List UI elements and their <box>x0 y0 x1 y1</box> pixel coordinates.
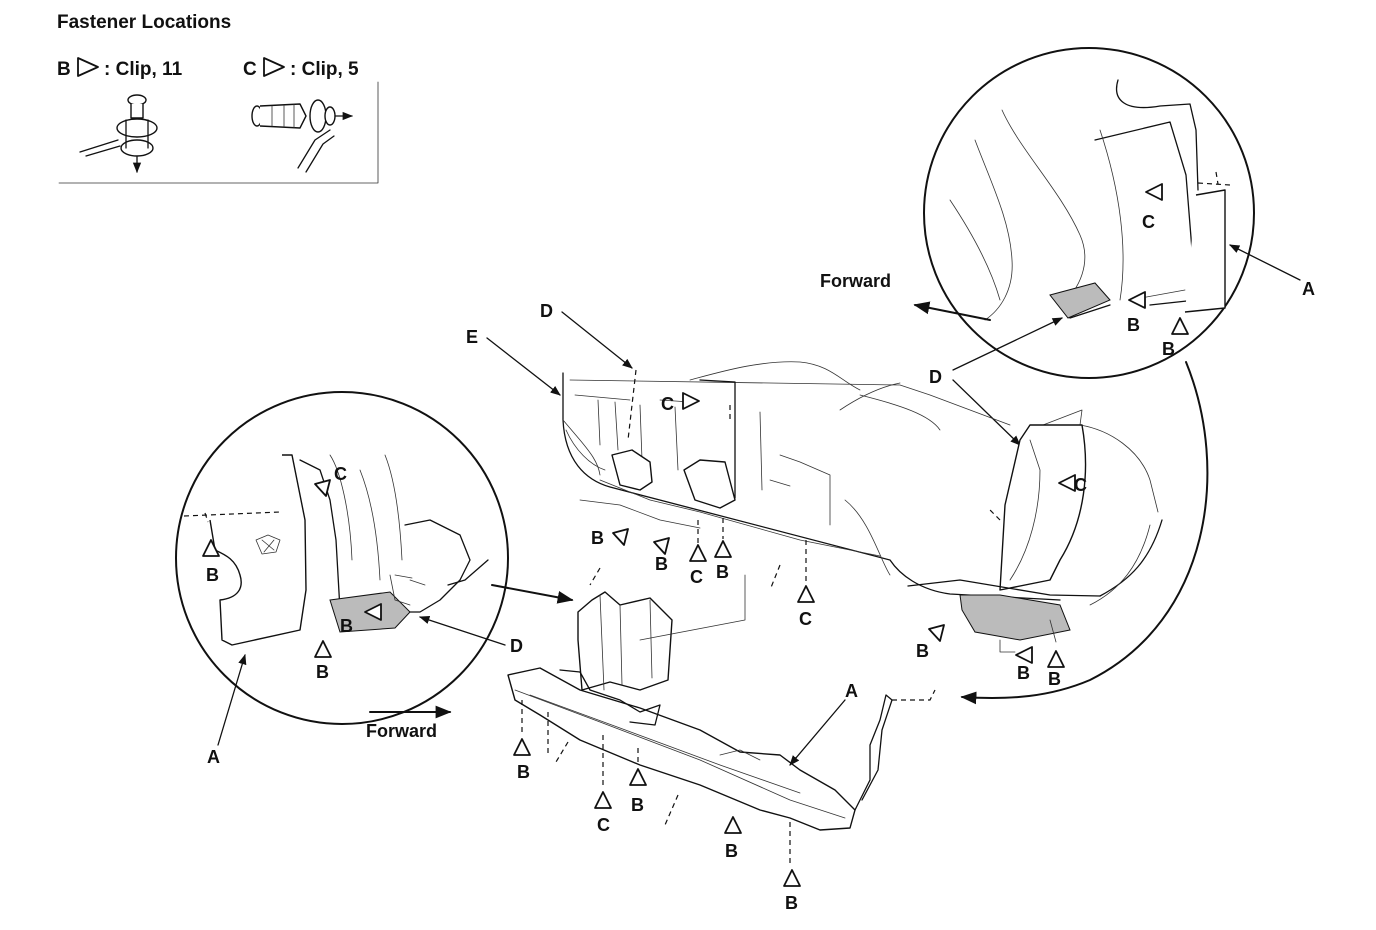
clip-b-marker-icon <box>1128 291 1146 309</box>
callout-b: B <box>206 565 219 585</box>
vehicle-front-body <box>562 361 1159 601</box>
callout-b: B <box>631 795 644 815</box>
leader-line <box>1229 244 1301 281</box>
callout-b: B <box>785 893 798 913</box>
callout-b: B <box>655 554 668 574</box>
legend-clip-b-text: : Clip, 11 <box>104 59 183 80</box>
callout-a: A <box>1302 279 1315 299</box>
leader-line <box>561 311 633 369</box>
main-splash-shield <box>507 574 936 831</box>
clip-b-marker-icon <box>513 738 531 756</box>
install-guide-line <box>589 567 601 586</box>
legend-clip-c-letter: C <box>243 59 257 80</box>
zoom-circle-right <box>923 47 1255 379</box>
install-guide-line <box>547 712 569 763</box>
page-title: Fastener Locations <box>57 12 231 33</box>
location-arrow <box>491 584 574 604</box>
clip-b-marker-icon <box>714 540 732 558</box>
callout-c: C <box>661 394 674 414</box>
callout-d: D <box>929 367 942 387</box>
callout-c: C <box>799 609 812 629</box>
forward-label: Forward <box>820 271 891 291</box>
clip-b-marker-icon <box>1171 317 1189 335</box>
leader-line <box>419 615 506 646</box>
leader-line <box>952 317 1063 371</box>
clip-c-illustration <box>251 99 354 173</box>
clip-b-marker-icon <box>724 816 742 834</box>
clip-b-marker-icon <box>314 640 332 658</box>
clip-b-marker-icon <box>928 624 945 642</box>
install-guide-line <box>664 794 679 826</box>
callout-d: D <box>510 636 523 656</box>
clip-b-marker-icon <box>1015 646 1033 664</box>
forward-label: Forward <box>366 721 437 741</box>
leader-line <box>217 654 247 746</box>
callout-c: C <box>334 464 347 484</box>
callout-b: B <box>1127 315 1140 335</box>
clip-c-marker-icon <box>689 544 707 562</box>
clip-b-marker-icon <box>612 528 629 546</box>
leader-line <box>789 699 846 766</box>
callout-b: B <box>316 662 329 682</box>
callout-d: D <box>540 301 553 321</box>
callout-b: B <box>1048 669 1061 689</box>
callout-b: B <box>725 841 738 861</box>
clip-b-marker-icon <box>629 768 647 786</box>
callout-c: C <box>1074 475 1087 495</box>
callout-b: B <box>1017 663 1030 683</box>
right-splash-shield <box>907 424 1163 653</box>
clip-b-marker-icon <box>1047 650 1065 668</box>
clip-b-illustration <box>79 94 158 174</box>
install-guide-line <box>697 518 724 543</box>
clip-b-marker-icon <box>783 869 801 887</box>
legend-clip-b-letter: B <box>57 59 71 80</box>
clip-b-triangle-icon <box>77 57 99 77</box>
leader-line <box>486 337 561 396</box>
callout-a: A <box>207 747 220 767</box>
clip-c-marker-icon <box>797 585 815 603</box>
callout-b: B <box>716 562 729 582</box>
install-guide-line <box>769 564 781 591</box>
callout-b: B <box>916 641 929 661</box>
clip-c-triangle-icon <box>263 57 285 77</box>
legend-clip-b: B : Clip, 11 <box>57 57 183 80</box>
legend-clip-c-text: : Clip, 5 <box>290 59 359 80</box>
clip-c-marker-icon <box>682 392 700 410</box>
callout-c: C <box>1142 212 1155 232</box>
callout-b: B <box>591 528 604 548</box>
callout-b: B <box>340 616 353 636</box>
clip-c-marker-icon <box>594 791 612 809</box>
callout-e: E <box>466 327 478 347</box>
legend-frame <box>58 81 379 184</box>
clip-c-marker-icon <box>1145 183 1163 201</box>
callout-b: B <box>517 762 530 782</box>
clip-b-marker-icon <box>653 537 670 555</box>
location-arrow <box>960 361 1209 705</box>
callout-c: C <box>690 567 703 587</box>
callout-b: B <box>1162 339 1175 359</box>
callout-a: A <box>845 681 858 701</box>
zoom-circle-left <box>175 391 509 725</box>
leader-line <box>952 379 1021 446</box>
callout-c: C <box>597 815 610 835</box>
forward-arrow-icon <box>913 301 991 321</box>
legend-clip-c: C : Clip, 5 <box>243 57 359 80</box>
